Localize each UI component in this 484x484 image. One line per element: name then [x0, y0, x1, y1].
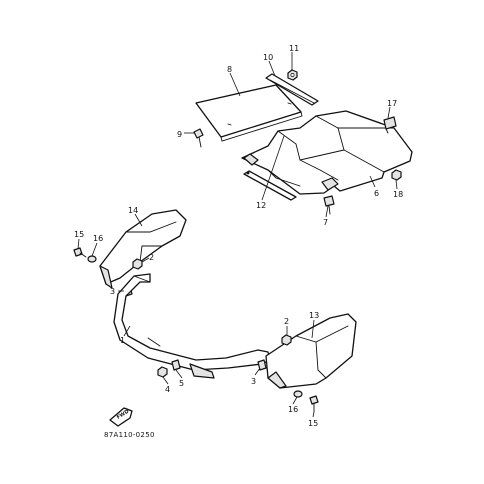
callout-15-right: 15: [308, 419, 318, 428]
callout-4: 4: [165, 385, 170, 394]
nut-bottom-part[interactable]: [157, 366, 168, 378]
collar-right-part[interactable]: [257, 359, 267, 371]
seat-cover-part[interactable]: [241, 110, 413, 195]
bolt-lower-part[interactable]: [323, 195, 335, 215]
clip-part[interactable]: [383, 116, 397, 134]
collar-bottom-part[interactable]: [171, 359, 181, 371]
callout-12: 12: [256, 201, 266, 210]
callout-3-right: 3: [251, 377, 256, 386]
rail-strip-bottom-part[interactable]: [243, 170, 297, 201]
callout-16-right: 16: [288, 405, 298, 414]
right-bracket-part[interactable]: [265, 313, 357, 389]
grab-bar-part[interactable]: [113, 273, 271, 379]
leader-lines: [77, 52, 398, 418]
callout-labels: 8 10 11 9 17 18 6 7 12 14 15 16 2 3 1 2 …: [74, 44, 403, 428]
callout-1: 1: [120, 336, 125, 345]
seat-pad-part[interactable]: [195, 84, 303, 142]
left-bracket-part[interactable]: [99, 209, 187, 289]
callout-14: 14: [128, 206, 138, 215]
callout-9: 9: [177, 130, 182, 139]
callout-11: 11: [289, 44, 299, 53]
nut-right-part[interactable]: [391, 169, 402, 181]
diagram-code: 87A110-0250: [104, 431, 155, 439]
callout-6: 6: [374, 189, 379, 198]
washer-left-part[interactable]: [87, 255, 97, 263]
callout-5: 5: [179, 379, 184, 388]
callout-15-left: 15: [74, 230, 84, 239]
bolt-part[interactable]: [193, 128, 204, 148]
rail-strip-top-part[interactable]: [265, 73, 319, 106]
nut-mid-left-part[interactable]: [132, 258, 143, 270]
callout-8: 8: [227, 65, 232, 74]
callout-13: 13: [309, 311, 319, 320]
bolt-left-part[interactable]: [73, 247, 87, 258]
callout-17: 17: [387, 99, 397, 108]
callout-7: 7: [323, 218, 328, 227]
bolt-right-part[interactable]: [309, 395, 319, 413]
fwd-arrow-icon: FWD: [109, 407, 133, 427]
callout-16-left: 16: [93, 234, 103, 243]
nut-part[interactable]: [287, 69, 298, 81]
callout-2-right: 2: [284, 317, 289, 326]
callout-18: 18: [393, 190, 403, 199]
washer-right-part[interactable]: [293, 390, 303, 398]
callout-2-left: 2: [149, 253, 154, 262]
nut-mid-right-part[interactable]: [281, 334, 292, 346]
callout-3-left: 3: [110, 287, 115, 296]
callout-10: 10: [263, 53, 273, 62]
